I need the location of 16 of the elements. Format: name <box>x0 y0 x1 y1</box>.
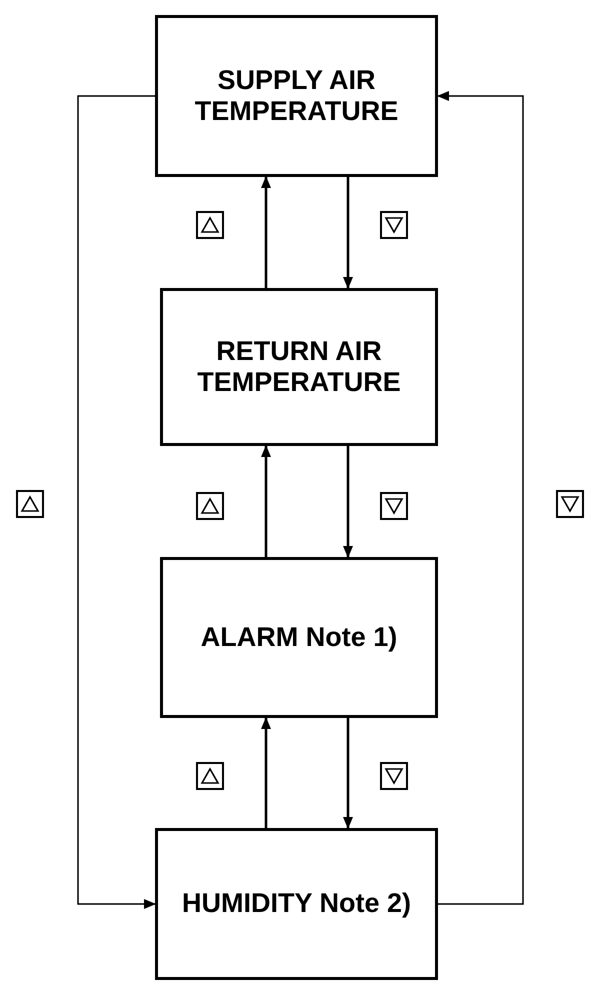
process-box <box>155 15 438 177</box>
arrow <box>261 445 271 557</box>
arrow <box>343 718 353 829</box>
process-box <box>160 557 438 718</box>
arrow <box>437 91 524 905</box>
box-label: HUMIDITY Note 2) <box>182 888 411 920</box>
box-label: RETURN AIR TEMPERATURE <box>196 336 402 398</box>
arrow <box>261 176 271 288</box>
box-label: SUPPLY AIR TEMPERATURE <box>194 64 400 128</box>
arrow <box>77 95 156 909</box>
process-box <box>160 288 438 446</box>
arrow <box>343 446 353 558</box>
box-label: ALARM Note 1) <box>200 622 398 654</box>
process-box <box>155 828 438 980</box>
arrow <box>261 717 271 828</box>
arrow <box>343 177 353 289</box>
